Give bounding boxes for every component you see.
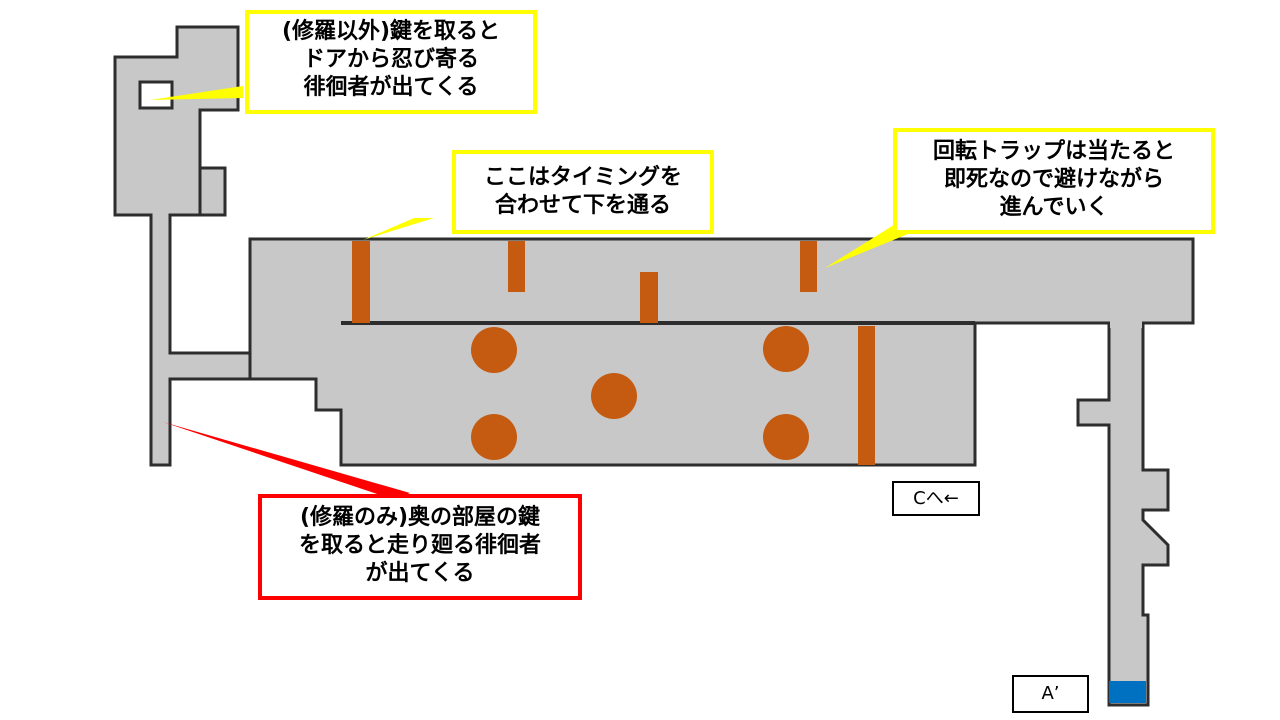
floor-right-corridor bbox=[1076, 321, 1170, 707]
marker-to-c: Cへ← bbox=[892, 481, 980, 516]
callout-top-left-line-3: 徘徊者が出てくる bbox=[303, 75, 479, 100]
rotating-trap-bar-icon-4 bbox=[800, 241, 817, 292]
callout-top-left: (修羅以外)鍵を取ると ドアから忍び寄る 徘徊者が出てくる bbox=[245, 10, 537, 114]
exit-tile-icon bbox=[1109, 681, 1146, 703]
callout-timing: ここはタイミングを 合わせて下を通る bbox=[452, 150, 714, 234]
marker-a-prime: A’ bbox=[1012, 675, 1089, 713]
callout-timing-line-1: ここはタイミングを bbox=[483, 165, 682, 190]
rotating-trap-discs bbox=[471, 326, 809, 460]
rotating-trap-bar-icon-2 bbox=[508, 241, 525, 292]
callout-shura-only-line-2: を取ると走り廻る徘徊者 bbox=[298, 533, 541, 558]
callout-rotating-trap: 回転トラップは当たると 即死なので避けながら 進んでいく bbox=[893, 128, 1215, 234]
rotating-trap-disc-icon-3 bbox=[591, 373, 637, 419]
rotating-trap-disc-icon-2 bbox=[763, 326, 809, 372]
callout-rotating-trap-line-2: 即死なので避けながら bbox=[943, 167, 1164, 192]
rotating-trap-bars bbox=[352, 241, 875, 465]
callout-shura-only-line-3: が出てくる bbox=[365, 561, 475, 586]
rotating-trap-bar-icon-1 bbox=[352, 241, 370, 323]
rotating-trap-disc-icon-5 bbox=[763, 414, 809, 460]
rotating-trap-bar-icon-5 bbox=[858, 326, 875, 465]
pointer-shura-only bbox=[163, 422, 410, 500]
callout-timing-line-2: 合わせて下を通る bbox=[494, 193, 671, 218]
callout-shura-only-line-1: (修羅のみ)奥の部屋の鍵 bbox=[299, 505, 541, 530]
floor-main-corridor bbox=[248, 237, 1195, 467]
callout-rotating-trap-line-3: 進んでいく bbox=[999, 195, 1109, 220]
pointer-timing bbox=[363, 218, 434, 240]
rotating-trap-disc-icon-1 bbox=[471, 327, 517, 373]
callout-shura-only: (修羅のみ)奥の部屋の鍵 を取ると走り廻る徘徊者 が出てくる bbox=[258, 494, 582, 600]
floor-left-structure bbox=[113, 25, 252, 467]
callout-top-left-line-2: ドアから忍び寄る bbox=[302, 47, 479, 72]
wall-notch-top-left bbox=[138, 80, 174, 110]
rotating-trap-bar-icon-3 bbox=[640, 272, 658, 323]
pointer-top-left bbox=[150, 86, 243, 100]
rotating-trap-disc-icon-4 bbox=[471, 414, 517, 460]
callout-rotating-trap-line-1: 回転トラップは当たると bbox=[932, 139, 1175, 164]
callout-top-left-line-1: (修羅以外)鍵を取ると bbox=[281, 19, 501, 44]
